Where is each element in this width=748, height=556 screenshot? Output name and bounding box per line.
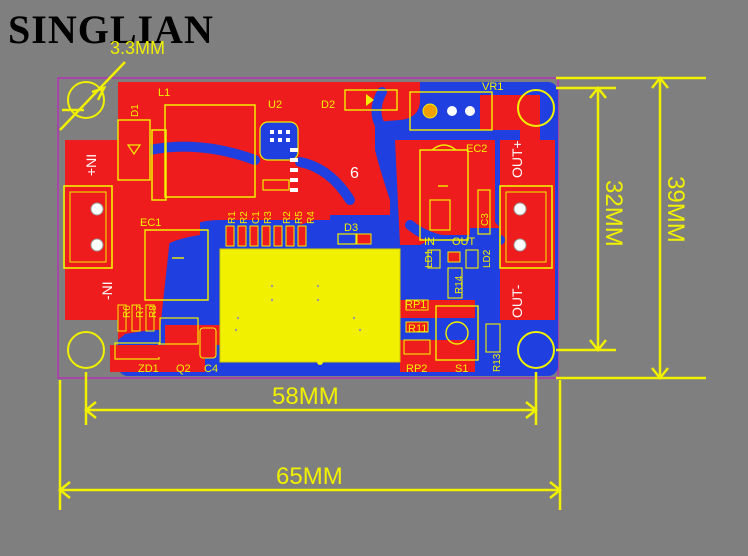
ref-r3: R3 (263, 211, 274, 224)
led-out-label: OUT (452, 236, 476, 248)
resistor-row (225, 225, 307, 247)
d3-footprint (337, 233, 357, 245)
output-minus-label: OUT- (509, 284, 525, 318)
ref-u2: U2 (268, 99, 282, 111)
ref-r5: R5 (294, 211, 305, 224)
ref-l1: L1 (158, 87, 170, 99)
ec1-footprint (144, 229, 209, 301)
ref-r7: R7 (135, 305, 146, 318)
d1-footprint (117, 119, 151, 181)
ref-r2: R2 (239, 211, 250, 224)
brand-watermark: SINGLIAN (8, 7, 214, 52)
input-terminal (63, 185, 113, 269)
ref-d1: D1 (130, 104, 141, 117)
ref-vr1: VR1 (482, 81, 503, 93)
ref-zd1: ZD1 (138, 363, 159, 375)
u2-mark: 6 (350, 165, 359, 182)
input-minus-label: -NI (99, 281, 115, 300)
input-plus-label: +NI (83, 154, 99, 176)
s1-switch (435, 305, 479, 361)
ref-d3: D3 (344, 222, 358, 234)
c3-footprint (477, 189, 491, 235)
ref-r2b: R2 (282, 211, 293, 224)
inner-height-dimension: 32MM (600, 180, 627, 247)
dimension-lines (58, 61, 706, 510)
display-module (219, 248, 401, 363)
ec2-footprint (419, 149, 469, 241)
ref-r13: R13 (492, 353, 503, 372)
ref-c3: C3 (480, 213, 491, 226)
ref-ld2: LD2 (482, 249, 493, 268)
vr1-footprint (409, 91, 493, 131)
ref-ec2: EC2 (466, 143, 487, 155)
inner-width-dimension: 58MM (272, 383, 339, 410)
dimension-arrows (57, 75, 669, 499)
l1-footprint (164, 104, 256, 198)
ref-ld1: LD1 (424, 249, 435, 268)
led-in-label: IN (424, 236, 435, 248)
ref-r1: R1 (227, 211, 238, 224)
ref-rp1: RP1 (405, 299, 426, 311)
ref-s1: S1 (455, 363, 468, 375)
outer-height-dimension: 39MM (662, 176, 689, 243)
d2-footprint (344, 89, 398, 111)
mounting-holes (67, 81, 555, 369)
output-plus-label: OUT+ (509, 140, 525, 178)
ref-rp2: RP2 (406, 363, 427, 375)
ref-r6: R6 (122, 305, 133, 318)
ref-q2: Q2 (176, 363, 191, 375)
ref-r14: R14 (454, 275, 465, 294)
ref-r4: R4 (306, 211, 317, 224)
bottom-traces (145, 87, 505, 248)
ref-ec1: EC1 (140, 217, 161, 229)
ref-r11: R11 (408, 323, 427, 335)
outer-width-dimension: 65MM (276, 463, 343, 490)
hole-dimension: 3.3MM (110, 38, 165, 58)
ref-r8: R8 (148, 305, 159, 318)
ref-c4: C4 (204, 363, 218, 375)
ref-d2: D2 (321, 99, 335, 111)
output-terminal (499, 185, 553, 269)
ref-c1: C1 (251, 211, 262, 224)
